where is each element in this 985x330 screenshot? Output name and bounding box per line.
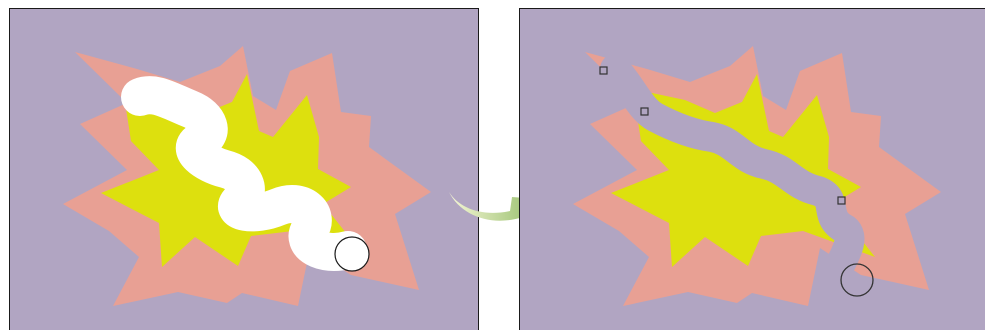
artwork-before	[63, 46, 431, 306]
brush-cursor-icon	[840, 263, 874, 297]
anchor-point-icon[interactable]	[599, 66, 608, 75]
canvas-after-erase[interactable]	[519, 8, 985, 330]
canvas-before-erase[interactable]	[9, 8, 479, 330]
anchor-point-icon[interactable]	[640, 107, 649, 116]
eraser-stroke	[121, 76, 367, 271]
anchor-point-icon[interactable]	[837, 196, 846, 205]
burst-inner-shape-after	[611, 74, 875, 267]
artwork-after	[573, 46, 941, 306]
brush-cursor-icon	[334, 236, 370, 272]
erased-artwork	[573, 46, 941, 306]
